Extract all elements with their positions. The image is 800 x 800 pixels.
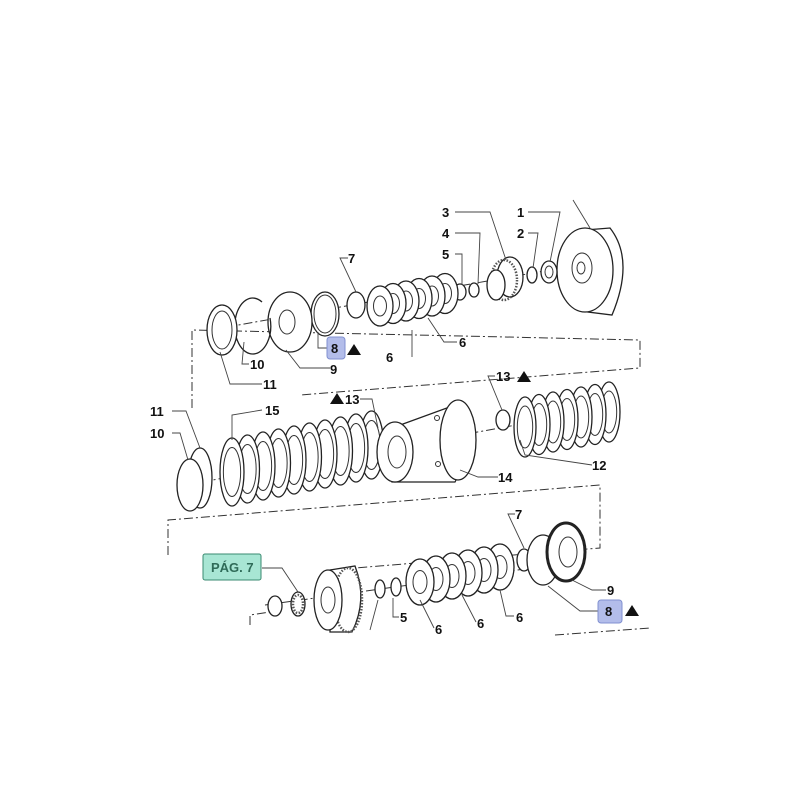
clutch-discs-part-6-bottom (405, 543, 515, 606)
snap-ring-part-10 (234, 297, 272, 355)
ring-part-13 (495, 409, 511, 431)
label-6: 6 (477, 616, 484, 631)
label-3: 3 (442, 205, 449, 220)
label-8: 8 (605, 604, 612, 619)
clutch-discs-part-6 (366, 272, 459, 327)
label-13: 13 (496, 369, 510, 384)
gear-hub-bottom (313, 565, 364, 634)
gear-hub-part-3 (486, 256, 524, 302)
label-12: 12 (592, 458, 606, 473)
label-1: 1 (517, 205, 524, 220)
label-8: 8 (331, 341, 338, 356)
clutch-disc-bore (373, 295, 387, 317)
clutch-disc-bore (412, 570, 428, 594)
drum-part-14 (376, 399, 477, 483)
triangle-marker-icon (347, 344, 361, 355)
label-14: 14 (498, 470, 513, 485)
section-boundary-bottom (249, 611, 271, 625)
race-bottom (267, 595, 283, 617)
triangle-marker-icon (330, 393, 344, 404)
section-boundary-bottom-right (554, 627, 651, 636)
seal-part-7 (346, 291, 366, 319)
friction-plate-bore (222, 447, 242, 497)
highlight-box-8 (326, 336, 346, 360)
washer-part-5-bottom (390, 577, 402, 597)
snap-ring-part-10-middle (176, 458, 204, 512)
label-2: 2 (517, 226, 524, 241)
label-7: 7 (348, 251, 355, 266)
label-6: 6 (435, 622, 442, 637)
label-10: 10 (250, 357, 264, 372)
label-4: 4 (442, 226, 450, 241)
clutch-disc (366, 285, 394, 327)
friction-plate-bore (516, 405, 534, 449)
label-13: 13 (345, 392, 359, 407)
page-reference-box[interactable] (202, 553, 262, 581)
piston-part-9-bottom (545, 521, 587, 583)
label-5: 5 (400, 610, 407, 625)
page-reference-link[interactable]: PÁG. 7 (211, 560, 254, 575)
piston-part-9 (267, 291, 313, 353)
clutch-pack-part-15 (219, 410, 385, 507)
label-6: 6 (386, 350, 393, 365)
label-6: 6 (459, 335, 466, 350)
housing-drum (556, 199, 624, 316)
label-9: 9 (330, 362, 337, 377)
clutch-disc (405, 558, 435, 606)
triangle-marker-icon (517, 371, 531, 382)
washer-part-4 (468, 282, 480, 298)
label-11: 11 (263, 377, 277, 392)
label-7: 7 (515, 507, 522, 522)
o-ring-part-8 (310, 291, 340, 337)
snap-ring-part-2 (526, 266, 538, 284)
label-15: 15 (265, 403, 279, 418)
label-9: 9 (607, 583, 614, 598)
bearing-bottom (290, 591, 306, 617)
label-5: 5 (442, 247, 449, 262)
triangle-marker-icon (625, 605, 639, 616)
label-10: 10 (150, 426, 164, 441)
label-6: 6 (516, 610, 523, 625)
part-labels: 3 1 4 2 5 7 8 9 6 6 10 11 13 13 11 10 15… (150, 205, 639, 637)
section-boundary-middle (167, 484, 601, 571)
highlight-box-8 (597, 599, 623, 624)
label-11: 11 (150, 404, 164, 419)
clutch-pack-part-12 (513, 381, 621, 458)
ring-part-11 (206, 304, 238, 356)
bearing-part-1 (540, 260, 558, 284)
washer-bottom (374, 579, 386, 599)
